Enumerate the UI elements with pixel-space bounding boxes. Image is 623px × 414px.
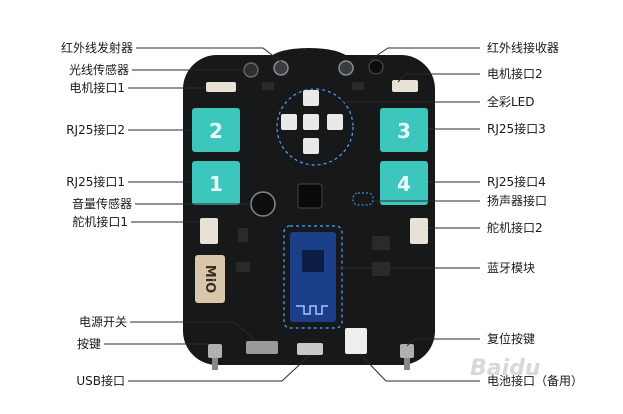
label-rj25-port-2: RJ25接口2 <box>66 123 125 137</box>
servo-port-2-component <box>410 218 428 244</box>
reset-button-stem <box>404 358 410 370</box>
leader-lines <box>104 47 480 382</box>
led-right <box>327 114 343 130</box>
smd-part <box>262 82 274 90</box>
ir-receiver-dark <box>368 59 384 75</box>
leader-motor-2 <box>397 73 480 83</box>
label-servo-port-2: 舵机接口2 <box>487 221 543 235</box>
light-sensor-component <box>243 62 259 78</box>
label-motor-port-1: 电机接口1 <box>69 81 125 95</box>
label-light-sensor: 光线传感器 <box>68 63 129 77</box>
leader-usb <box>128 354 311 382</box>
button-left-component <box>208 344 222 358</box>
rj25-port-3-number: 3 <box>397 119 411 143</box>
label-power-switch: 电源开关 <box>78 315 127 329</box>
led-center <box>303 114 319 130</box>
button-left-stem <box>212 358 218 370</box>
label-battery-port: 电池接口（备用） <box>487 374 584 388</box>
bluetooth-module-body <box>290 232 336 322</box>
led-top <box>303 90 319 106</box>
main-chip <box>297 183 323 209</box>
rj25-port-2-block <box>192 108 240 152</box>
usb-port-component <box>297 343 323 355</box>
rj25-port-4-number: 4 <box>397 172 411 196</box>
leader-power-switch <box>130 321 257 342</box>
label-motor-port-2: 电机接口2 <box>487 67 543 81</box>
label-rgb-led: 全彩LED <box>487 95 535 109</box>
leader-ir-emitter <box>136 47 282 63</box>
label-bluetooth-module: 蓝牙模块 <box>487 261 536 275</box>
reset-button-component <box>400 344 414 358</box>
led-bottom <box>303 138 319 154</box>
label-ir-emitter: 红外线发射器 <box>60 41 133 55</box>
servo-port-1-component <box>200 218 218 244</box>
power-switch-component <box>246 341 278 354</box>
leader-reset <box>406 338 480 347</box>
speaker-port-highlight <box>352 192 374 206</box>
pcb-board <box>183 55 435 365</box>
smd-part <box>372 236 390 250</box>
battery-port-component <box>345 328 367 354</box>
label-usb-port: USB接口 <box>76 374 125 388</box>
motor-port-1-component <box>206 82 236 92</box>
rj25-port-3-block <box>380 108 428 152</box>
sound-sensor-component <box>250 191 276 217</box>
led-highlight-circle <box>276 88 354 166</box>
leader-battery <box>359 353 480 382</box>
logo-text: MiO <box>202 265 217 293</box>
smd-part <box>372 262 390 276</box>
bluetooth-module-highlight <box>283 225 343 329</box>
label-rj25-port-3: RJ25接口3 <box>487 122 546 136</box>
watermark: Baidu <box>470 356 541 381</box>
top-dome <box>269 48 349 72</box>
rj25-port-2-number: 2 <box>209 119 223 143</box>
smd-part <box>352 82 364 90</box>
label-rj25-port-1: RJ25接口1 <box>66 175 125 189</box>
smd-part <box>236 262 250 272</box>
motor-port-2-component <box>392 80 418 92</box>
rj25-port-1-number: 1 <box>209 172 223 196</box>
ir-emitter-component <box>273 60 289 76</box>
led-left <box>281 114 297 130</box>
leader-ir-receiver <box>369 47 480 61</box>
rj25-port-1-block <box>192 161 240 205</box>
label-rj25-port-4: RJ25接口4 <box>487 175 546 189</box>
bluetooth-chip <box>302 250 324 272</box>
label-speaker-port: 扬声器接口 <box>487 194 548 208</box>
label-button: 按键 <box>76 337 101 351</box>
label-reset-button: 复位按键 <box>487 332 536 346</box>
smd-part <box>238 228 248 242</box>
label-ir-receiver: 红外线接收器 <box>487 41 560 55</box>
rj25-port-4-block <box>380 161 428 205</box>
label-sound-sensor: 音量传感器 <box>71 197 132 211</box>
bluetooth-antenna <box>296 305 328 315</box>
ir-receiver-component <box>338 60 354 76</box>
label-servo-port-1: 舵机接口1 <box>72 215 128 229</box>
logo-plate <box>195 255 225 303</box>
